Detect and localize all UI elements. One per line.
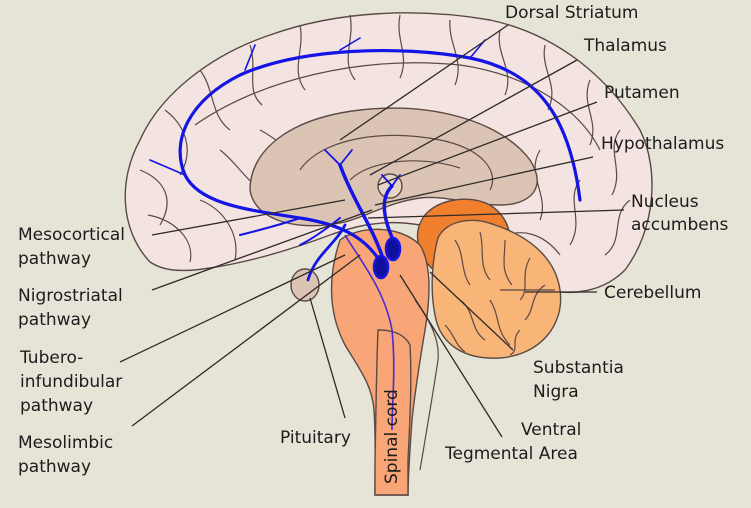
label-mesolimbic-2: pathway [18,457,91,477]
cerebellum-structure [431,219,562,359]
label-nucleus-accumbens-1: Nucleus [631,192,699,212]
label-substantia-nigra-1: Substantia [533,358,624,378]
label-tuberoinfundibular-3: pathway [20,396,93,416]
label-cerebellum: Cerebellum [604,283,701,303]
tuberoinfundibular-pathway-line [306,223,347,282]
label-spinal-cord: Spinal cord [382,389,402,484]
label-putamen: Putamen [604,83,680,103]
label-ventral-tegmental-2: Tegmental Area [444,444,578,464]
label-nucleus-accumbens-2: accumbens [631,215,728,235]
label-thalamus: Thalamus [583,36,667,56]
label-tuberoinfundibular-1: Tubero- [19,348,83,368]
nigrostriatal-pathway-line [338,163,387,267]
label-hypothalamus: Hypothalamus [601,134,724,154]
label-substantia-nigra-2: Nigra [533,382,579,402]
label-dorsal-striatum: Dorsal Striatum [505,3,638,23]
cerebellum-folia [444,231,555,356]
label-pituitary: Pituitary [280,428,351,448]
label-tuberoinfundibular-2: infundibular [20,372,122,392]
deep-brain-structures [249,107,538,227]
label-nigrostriatal-2: pathway [18,310,91,330]
label-mesocortical-1: Mesocortical [18,225,125,245]
dopamine-pathways [149,37,582,431]
substantia-nigra-nucleus [384,236,402,262]
label-mesolimbic-1: Mesolimbic [18,433,113,453]
label-ventral-tegmental-1: Ventral [521,420,581,440]
label-mesocortical-2: pathway [18,249,91,269]
leader-lines [119,24,625,438]
vta-nucleus [372,254,390,280]
label-nigrostriatal-1: Nigrostriatal [18,286,123,306]
